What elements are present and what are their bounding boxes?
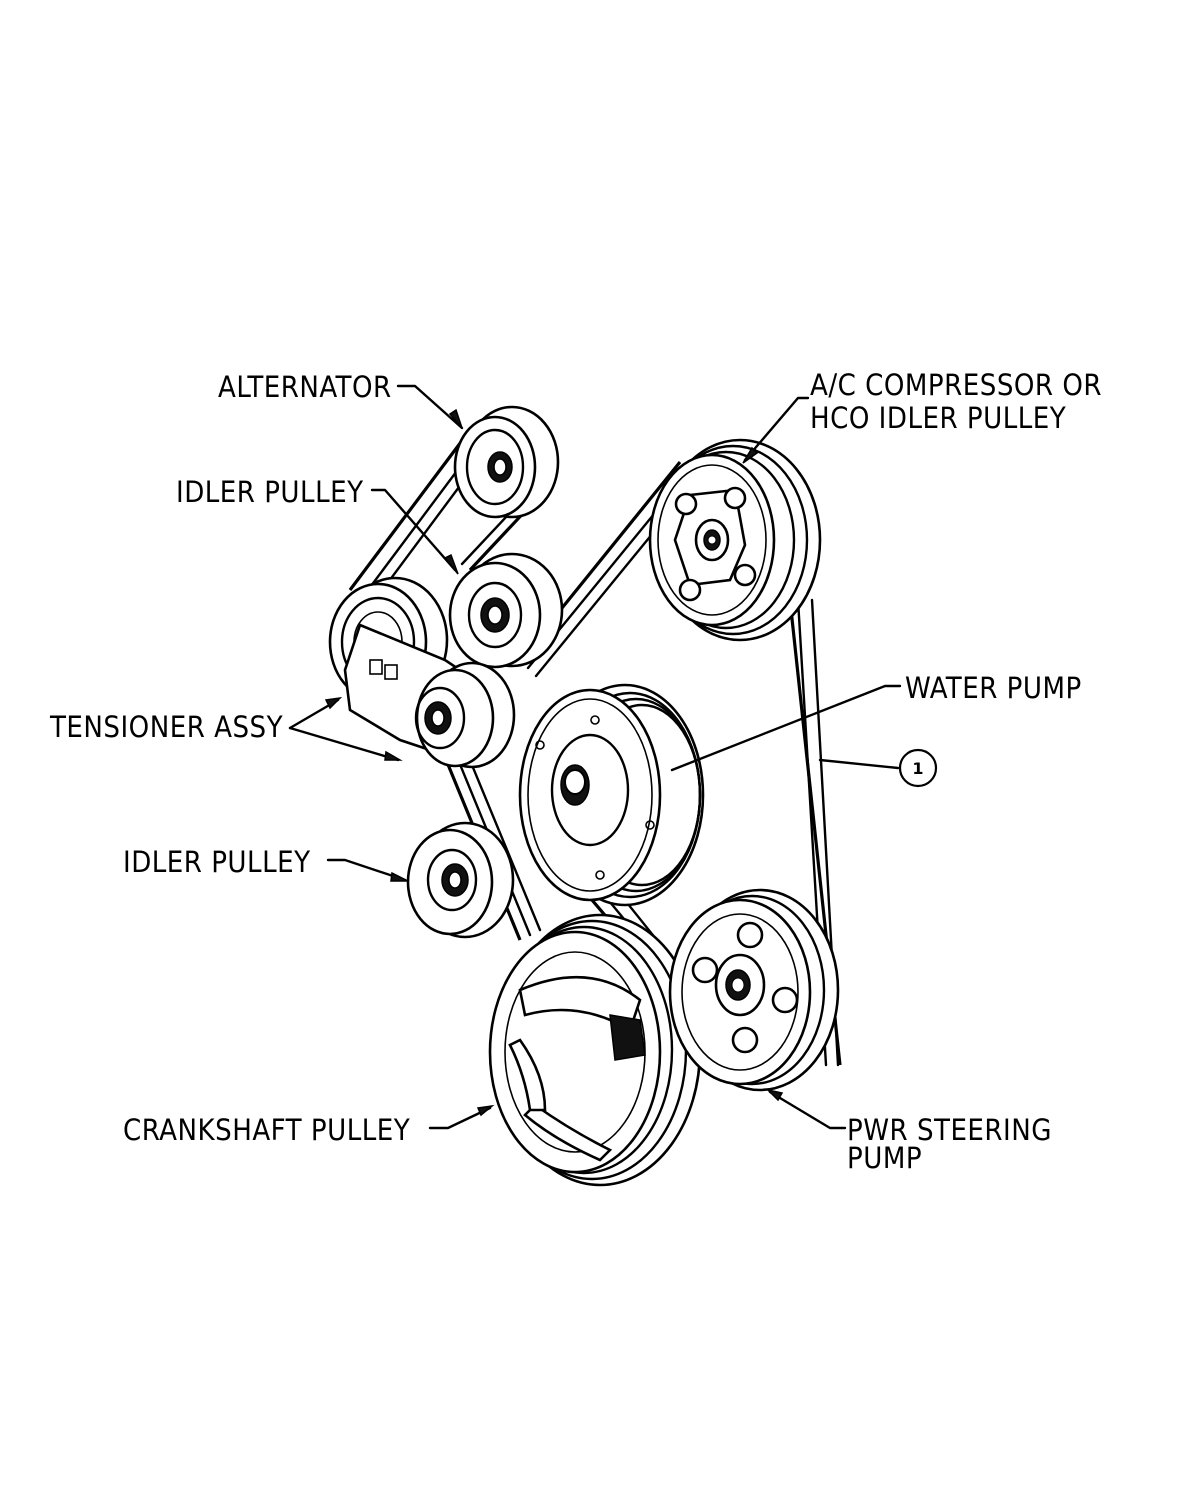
label-ac-compressor-line1: A/C COMPRESSOR OR (810, 368, 1102, 402)
power-steering-pump-pulley (668, 888, 840, 1092)
idler-pulley-upper (448, 552, 564, 669)
callout-number: 1 (912, 759, 923, 778)
label-pwr-steering-line1: PWR STEERING (847, 1113, 1052, 1147)
label-pwr-steering-line2: PUMP (847, 1141, 922, 1175)
ac-compressor-pulley (648, 438, 822, 642)
alternator-pulley (453, 405, 560, 519)
water-pump-pulley (518, 683, 705, 907)
label-idler-pulley-lower: IDLER PULLEY (123, 845, 311, 879)
labels: ALTERNATOR IDLER PULLEY TENSIONER ASSY I… (49, 368, 1102, 1175)
label-ac-compressor-line2: HCO IDLER PULLEY (810, 401, 1067, 435)
callout-1: 1 (898, 748, 938, 788)
label-idler-pulley-upper: IDLER PULLEY (176, 475, 364, 509)
leader-lines (288, 384, 902, 1130)
label-crankshaft-pulley: CRANKSHAFT PULLEY (123, 1113, 411, 1147)
crankshaft-pulley (488, 913, 702, 1187)
label-alternator: ALTERNATOR (218, 370, 392, 404)
label-tensioner-assy: TENSIONER ASSY (49, 710, 284, 744)
tensioner-assembly (328, 576, 516, 769)
idler-pulley-lower (406, 821, 515, 939)
label-water-pump: WATER PUMP (905, 671, 1082, 705)
